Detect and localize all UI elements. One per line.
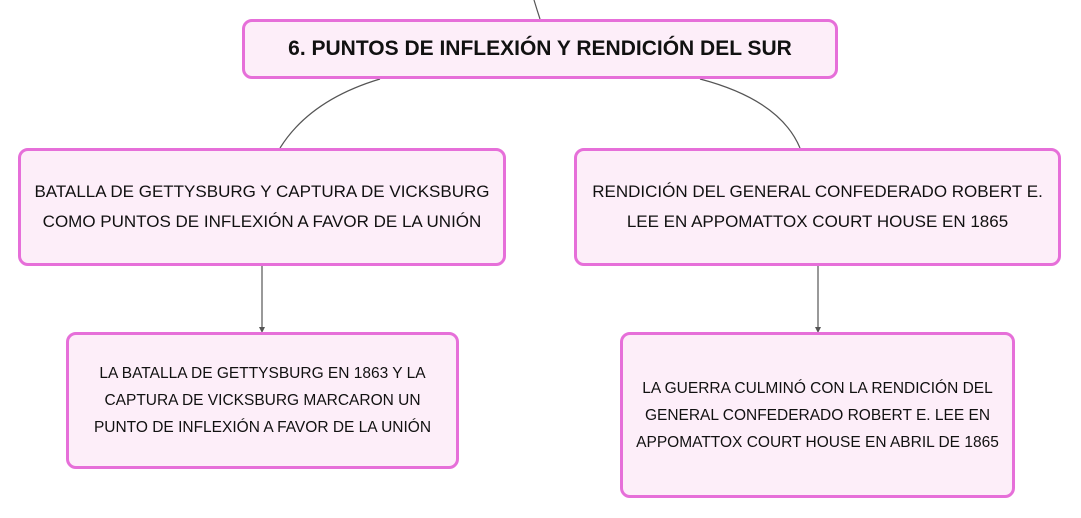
- topic-lee-surrender-label: RENDICIÓN DEL GENERAL CONFEDERADO ROBERT…: [592, 182, 1043, 231]
- connector-root-to-left: [279, 78, 381, 149]
- topic-gettysburg-vicksburg-label: BATALLA DE GETTYSBURG Y CAPTURA DE VICKS…: [34, 182, 490, 231]
- subtopic-appomattox-1865[interactable]: LA GUERRA CULMINÓ CON LA RENDICIÓN DEL G…: [620, 332, 1015, 498]
- subtopic-gettysburg-1863[interactable]: LA BATALLA DE GETTYSBURG EN 1863 Y LA CA…: [66, 332, 459, 469]
- connector-parent-to-root: [533, 0, 541, 20]
- topic-gettysburg-vicksburg[interactable]: BATALLA DE GETTYSBURG Y CAPTURA DE VICKS…: [18, 148, 506, 266]
- subtopic-appomattox-1865-label: LA GUERRA CULMINÓ CON LA RENDICIÓN DEL G…: [636, 379, 999, 451]
- subtopic-gettysburg-1863-label: LA BATALLA DE GETTYSBURG EN 1863 Y LA CA…: [93, 365, 432, 436]
- root-topic[interactable]: 6. PUNTOS DE INFLEXIÓN Y RENDICIÓN DEL S…: [242, 19, 838, 79]
- connector-root-to-right: [699, 78, 801, 149]
- arrowhead-left-child: [259, 327, 265, 333]
- topic-lee-surrender[interactable]: RENDICIÓN DEL GENERAL CONFEDERADO ROBERT…: [574, 148, 1061, 266]
- arrowhead-right-child: [815, 327, 821, 333]
- root-topic-label: 6. PUNTOS DE INFLEXIÓN Y RENDICIÓN DEL S…: [288, 37, 792, 60]
